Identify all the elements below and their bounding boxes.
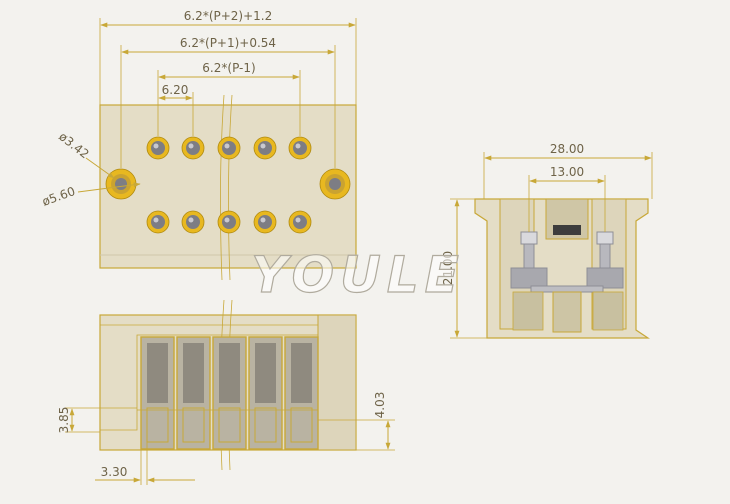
- front-view: 6.2*(P+2)+1.2 6.2*(P+1)+0.54 6.2*(P-1) 6…: [40, 9, 357, 281]
- dim-inner-label: 13.00: [550, 165, 584, 179]
- dim-pin-hole-label: ø3.42: [56, 129, 91, 161]
- pin-hole: [253, 210, 277, 234]
- pin-hole: [146, 210, 170, 234]
- pin-row-top: [146, 136, 312, 160]
- terminal-slot: [140, 336, 175, 450]
- watermark-logo: YOULE: [251, 246, 465, 304]
- side-view: 28.00 13.00 21.00: [441, 142, 653, 339]
- dim-height-label: 21.00: [441, 251, 455, 285]
- dim-overall-label: 6.2*(P+2)+1.2: [184, 9, 273, 23]
- terminal-slot: [176, 336, 211, 450]
- dim-step-right-label: 4.03: [373, 392, 387, 419]
- pin-hole: [181, 210, 205, 234]
- screw-left: [510, 231, 548, 289]
- dim-span-label: 6.2*(P-1): [202, 61, 255, 75]
- pin-hole: [253, 136, 277, 160]
- dim-step-left-label: 3.85: [57, 407, 71, 434]
- terminal-slot: [284, 336, 319, 450]
- mount-hole-left: [105, 168, 137, 200]
- pin-row-bottom: [146, 210, 312, 234]
- dim-pitch-label: 6.20: [162, 83, 189, 97]
- front-break-line-left: [220, 94, 225, 281]
- leader-pin-hole: [85, 157, 115, 179]
- pin-hole: [217, 210, 241, 234]
- terminal-slot: [212, 336, 247, 450]
- front-body: [99, 104, 357, 269]
- front-break-line-right: [228, 94, 233, 281]
- dim-width-label: 28.00: [550, 142, 584, 156]
- leader-mount-hole: [77, 182, 141, 193]
- dim-mount-hole-label: ø5.60: [40, 184, 77, 209]
- terminal-slots: [140, 336, 319, 450]
- dim-offset-label: 3.30: [101, 465, 128, 479]
- pin-hole: [181, 136, 205, 160]
- dim-mount-label: 6.2*(P+1)+0.54: [180, 36, 276, 50]
- mount-hole-right: [319, 168, 351, 200]
- terminal-slot: [248, 336, 283, 450]
- screw-right: [586, 231, 624, 289]
- pin-hole: [217, 136, 241, 160]
- bottom-view: 3.85 4.03 3.30: [57, 299, 395, 485]
- pin-hole: [146, 136, 170, 160]
- pin-hole: [288, 210, 312, 234]
- pin-hole: [288, 136, 312, 160]
